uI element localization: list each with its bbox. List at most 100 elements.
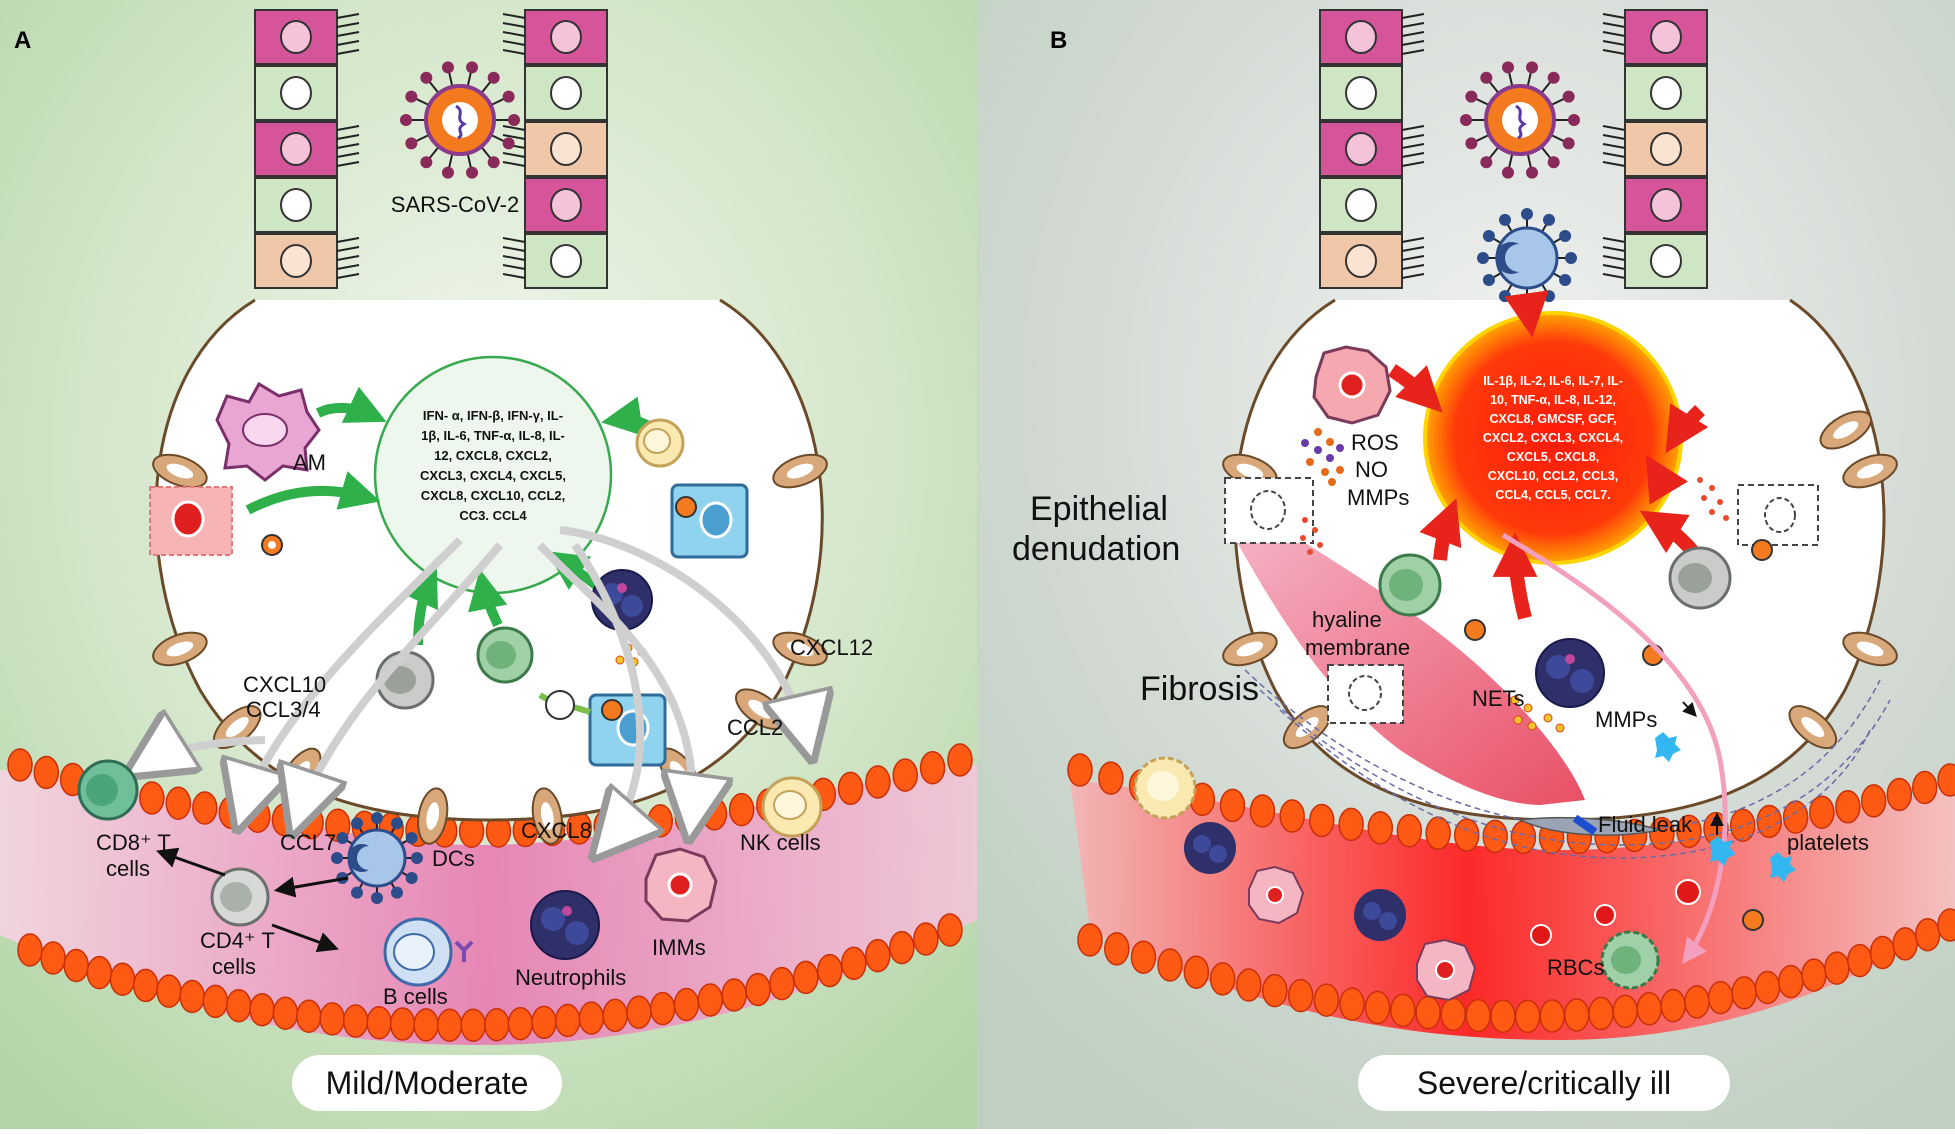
rbc-icon <box>1390 993 1416 1028</box>
b-cells-label: B cells <box>383 984 448 1009</box>
infected-blue-cell-bottom-icon <box>538 690 667 767</box>
rbc-icon <box>1676 814 1702 849</box>
badge-severe-label: Severe/critically ill <box>1417 1065 1671 1101</box>
mmps-bottom-label: MMPs <box>1595 707 1657 732</box>
rbc-icon <box>1809 795 1835 829</box>
rbc-icon <box>1209 962 1236 996</box>
activation-arrows <box>156 847 349 953</box>
rbc-icon <box>192 791 218 825</box>
rbc-icon <box>1937 908 1955 942</box>
rbc-icon <box>1869 935 1896 970</box>
arrow <box>1492 532 1538 620</box>
macrophage-vessel-b-icon <box>1248 865 1305 925</box>
infected-blue-cell-icon <box>670 483 749 559</box>
nk-cells-label: NK cells <box>740 830 821 855</box>
rbc-icon <box>1835 790 1861 824</box>
rbc-icon <box>1539 999 1566 1033</box>
rbc-icon <box>697 983 724 1017</box>
arrow <box>135 740 266 770</box>
arrow <box>571 542 640 850</box>
rbc-icon <box>913 922 939 956</box>
rbc-icon <box>1262 973 1288 1008</box>
infected-epithelial-cell-icon <box>149 486 233 556</box>
rbc-icon <box>245 799 271 833</box>
rbc-icon <box>202 984 229 1019</box>
panel-a-letter: A <box>14 27 31 54</box>
rbc-icon <box>17 933 43 967</box>
chemokine-cxcl8: CXCL8 <box>521 818 592 843</box>
rbc-icon <box>1465 998 1491 1033</box>
rbc-icon <box>1514 999 1541 1034</box>
rbc-icon <box>296 999 322 1034</box>
arrow <box>1504 290 1549 338</box>
rbc-icon <box>947 743 973 777</box>
rbc-icon <box>179 979 205 1014</box>
ros-label: ROS <box>1351 430 1399 455</box>
cytokine-line: 1β, IL-6, TNF-α, IL-8, IL- <box>421 428 565 443</box>
mmps-top-label: MMPs <box>1347 485 1409 510</box>
blood-vessel-b <box>1070 780 1955 1040</box>
rbc-icon <box>1860 784 1887 818</box>
dendritic-cell-icon <box>331 812 423 904</box>
cd8-label-2: cells <box>106 856 150 881</box>
rbc-icon <box>602 998 628 1033</box>
chemokine-cxcl10: CXCL10 <box>243 672 326 697</box>
neutrophil-vessel-icon <box>530 890 600 960</box>
rbc-icon <box>728 792 755 827</box>
denuded-epithelium-icon <box>1224 477 1323 555</box>
rbc-icon <box>1612 994 1638 1029</box>
rbc-icon <box>63 948 89 983</box>
neutrophil-b-icon <box>1535 638 1605 708</box>
rbc-icon <box>1756 804 1783 839</box>
rbc-icon <box>837 771 864 806</box>
nets-granules-icon <box>1510 695 1565 733</box>
chemokine-arrows <box>135 526 810 850</box>
t-cell-icon <box>476 626 534 684</box>
cd8-label-1: CD8⁺ T <box>96 830 171 855</box>
hyaline-label-1: hyaline <box>1312 607 1382 632</box>
t-cell-vessel-b-icon <box>1600 930 1660 990</box>
rbc-icon <box>919 751 946 785</box>
rbc-icon <box>1067 753 1093 787</box>
rbc-icon <box>1339 987 1365 1021</box>
rbc-icon <box>1490 999 1516 1034</box>
rbc-icon <box>649 991 676 1026</box>
rbc-icon <box>1249 794 1276 828</box>
am-label: AM <box>293 450 326 475</box>
arrow <box>240 537 463 820</box>
epithelial-label-1: Epithelial <box>1030 490 1168 528</box>
rbc-icon <box>865 938 891 973</box>
rbc-icon <box>226 988 252 1023</box>
arrow <box>273 876 349 898</box>
badge-mild-moderate <box>292 1055 562 1111</box>
badge-mild-moderate-label: Mild/Moderate <box>326 1065 529 1101</box>
rbc-icon <box>132 968 159 1003</box>
cytokine-line: CCL4, CCL5, CCL7. <box>1495 488 1610 502</box>
arrow <box>1665 403 1709 454</box>
rbc-icon <box>1563 998 1590 1032</box>
rbc-icon <box>342 1004 369 1038</box>
rbc-icon <box>484 1007 510 1042</box>
chemokine-ccl2: CCL2 <box>727 715 783 740</box>
rbc-icon <box>1636 992 1662 1026</box>
rbc-icon <box>139 781 165 815</box>
cd4-label-2: cells <box>212 954 256 979</box>
rbc-icon <box>1801 958 1827 992</box>
alveolar-macrophage-icon <box>215 381 321 482</box>
rbc-icon <box>1098 761 1124 795</box>
monocyte-b-icon <box>1668 546 1732 610</box>
fluid-leak-label: Fluid leak <box>1598 812 1693 837</box>
rbc-icon <box>1183 955 1210 989</box>
nk-cell-icon <box>635 418 685 468</box>
cytokine-line: 12, CXCL8, CXCL2, <box>434 448 552 463</box>
rbc-icon <box>1937 763 1955 797</box>
arrow <box>156 847 226 877</box>
hyaline-label-2: membrane <box>1305 635 1410 660</box>
rbc-icon <box>366 1006 392 1040</box>
rbc-icon <box>1588 996 1614 1031</box>
rbc-icon <box>1824 951 1850 985</box>
cytokine-line: CXCL5, CXCL8, <box>1507 450 1599 464</box>
arrow <box>1388 364 1443 413</box>
